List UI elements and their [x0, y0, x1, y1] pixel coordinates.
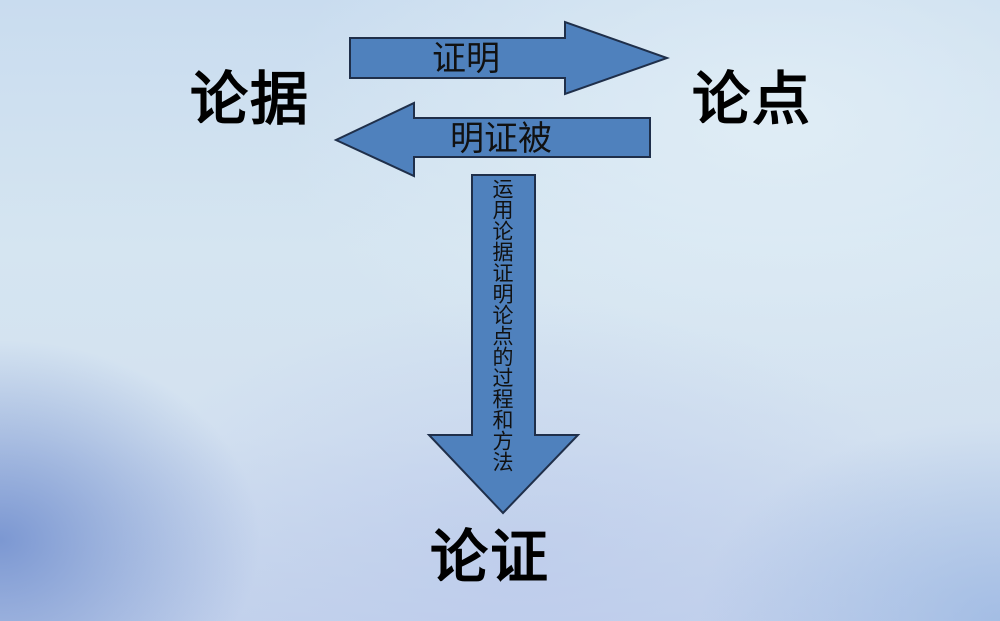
right-arrow-icon [349, 20, 671, 96]
right-arrow-label: 证明 [432, 39, 500, 79]
thesis-node: 论点 [692, 65, 813, 133]
evidence-node: 论据 [190, 65, 311, 133]
left-arrow-label: 明证被 [450, 119, 552, 159]
down-arrow-label: 运用论据证明论点的过程和方法 [490, 178, 514, 472]
left-arrow-icon [333, 101, 651, 178]
down-arrow-icon [426, 174, 581, 515]
argumentation-node: 论证 [430, 523, 551, 591]
